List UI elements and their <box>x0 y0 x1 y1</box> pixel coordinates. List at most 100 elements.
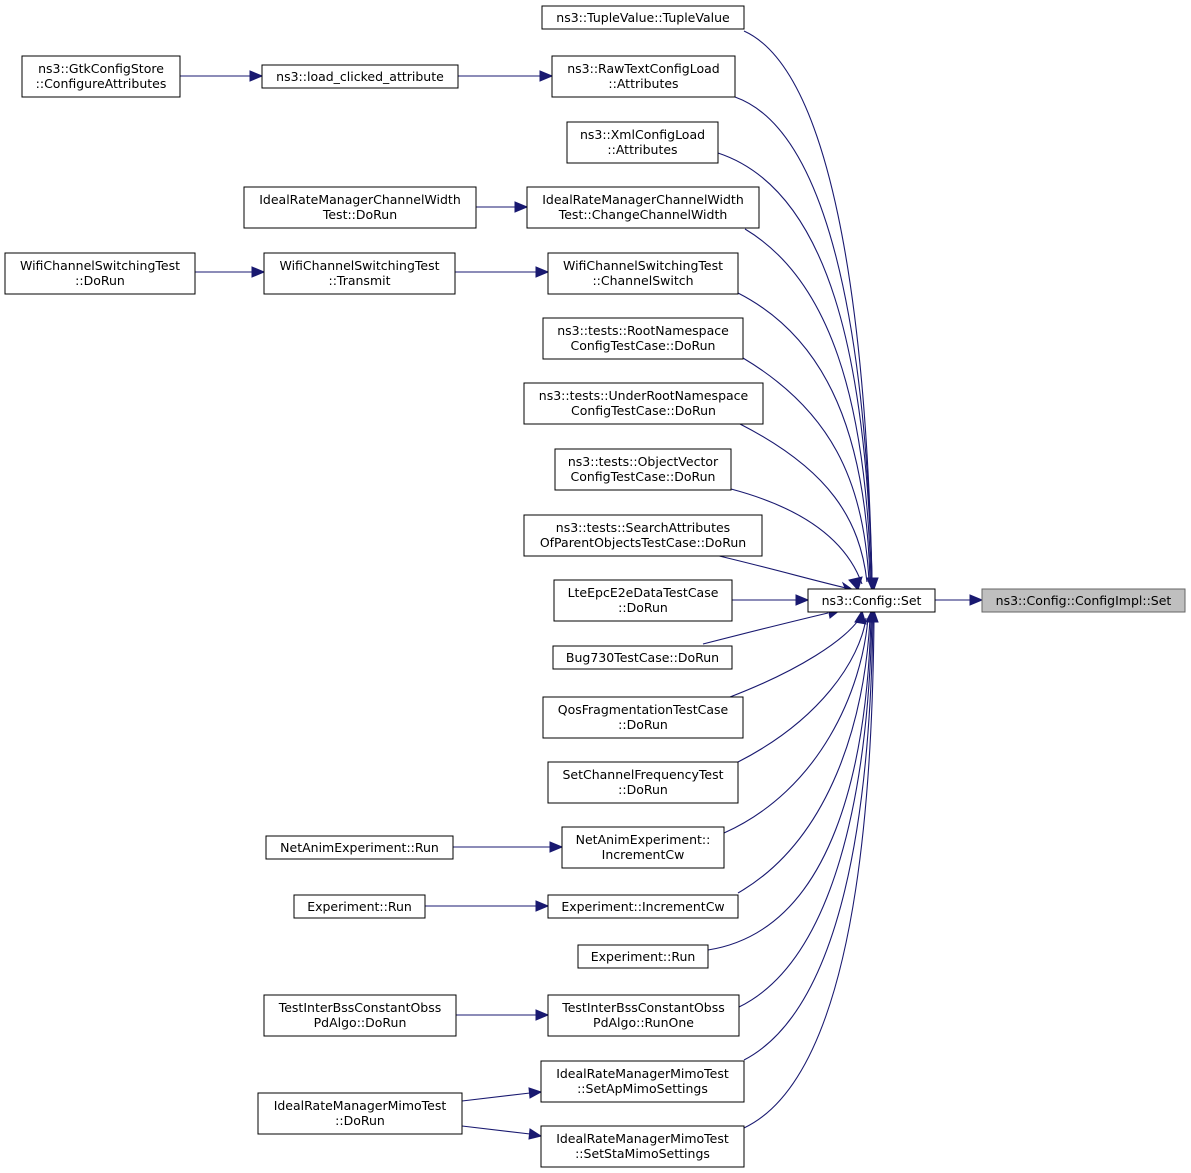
node-mimo-dorun[interactable]: IdealRateManagerMimoTest ::DoRun <box>257 1092 463 1135</box>
node-netanim-increment-cw[interactable]: NetAnimExperiment:: IncrementCw <box>561 826 725 869</box>
arrow-head <box>866 577 879 594</box>
node-label: ns3::tests::ObjectVector <box>568 454 719 469</box>
node-label: IdealRateManagerMimoTest <box>274 1098 447 1113</box>
node-wifi-cs-switch[interactable]: WifiChannelSwitchingTest ::ChannelSwitch <box>547 252 739 295</box>
node-mimo-set-sta[interactable]: IdealRateManagerMimoTest ::SetStaMimoSet… <box>540 1125 745 1168</box>
node-label: SetChannelFrequencyTest <box>562 767 723 782</box>
node-root-ns-test[interactable]: ns3::tests::RootNamespace ConfigTestCase… <box>542 317 744 360</box>
node-label: ns3::Config::ConfigImpl::Set <box>996 593 1172 608</box>
node-lte-epc-test[interactable]: LteEpcE2eDataTestCase ::DoRun <box>553 579 733 622</box>
edge-wifi-cs-switch <box>737 292 871 581</box>
node-config-set[interactable]: ns3::Config::Set <box>807 588 936 613</box>
node-xml-attributes[interactable]: ns3::XmlConfigLoad ::Attributes <box>566 121 719 164</box>
node-search-attributes-test[interactable]: ns3::tests::SearchAttributes OfParentObj… <box>523 514 763 557</box>
node-label: IdealRateManagerChannelWidth <box>542 192 744 207</box>
node-label: ns3::tests::SearchAttributes <box>556 520 730 535</box>
node-raw-text-attributes[interactable]: ns3::RawTextConfigLoad ::Attributes <box>551 55 736 98</box>
edge-qos-frag <box>729 617 861 698</box>
node-label: ::Transmit <box>328 273 390 288</box>
edge-xml <box>717 152 873 581</box>
node-tuple-value[interactable]: ns3::TupleValue::TupleValue <box>541 5 745 30</box>
node-interbss-runone[interactable]: TestInterBssConstantObss PdAlgo::RunOne <box>547 994 740 1037</box>
node-mimo-set-ap[interactable]: IdealRateManagerMimoTest ::SetApMimoSett… <box>540 1060 745 1103</box>
node-label: ns3::XmlConfigLoad <box>580 127 705 142</box>
node-label: NetAnimExperiment::Run <box>280 840 439 855</box>
arrow-head <box>535 900 550 912</box>
node-label: ns3::tests::UnderRootNamespace <box>539 388 749 403</box>
arrow-head <box>528 1128 543 1140</box>
edge-netanim-increment <box>723 617 869 834</box>
node-config-impl-set[interactable]: ns3::Config::ConfigImpl::Set <box>981 588 1186 613</box>
node-bug730-test[interactable]: Bug730TestCase::DoRun <box>552 645 733 670</box>
node-label: ConfigTestCase::DoRun <box>571 338 716 353</box>
arrow-head <box>795 594 810 606</box>
node-experiment-increment-cw[interactable]: Experiment::IncrementCw <box>547 894 739 919</box>
node-label: TestInterBssConstantObss <box>561 1000 725 1015</box>
node-wifi-cs-transmit[interactable]: WifiChannelSwitchingTest ::Transmit <box>263 252 456 295</box>
node-label: ns3::GtkConfigStore <box>38 61 164 76</box>
node-wifi-cs-dorun[interactable]: WifiChannelSwitchingTest ::DoRun <box>4 252 196 295</box>
node-label: ns3::tests::RootNamespace <box>557 323 729 338</box>
node-object-vector-test[interactable]: ns3::tests::ObjectVector ConfigTestCase:… <box>554 448 732 491</box>
node-under-root-ns-test[interactable]: ns3::tests::UnderRootNamespace ConfigTes… <box>523 382 764 425</box>
node-label: Test::DoRun <box>322 207 397 222</box>
node-interbss-dorun[interactable]: TestInterBssConstantObss PdAlgo::DoRun <box>263 994 457 1037</box>
node-qos-frag-test[interactable]: QosFragmentationTestCase ::DoRun <box>542 696 744 739</box>
node-gtk-configure-attributes[interactable]: ns3::GtkConfigStore ::ConfigureAttribute… <box>21 55 181 98</box>
node-netanim-run[interactable]: NetAnimExperiment::Run <box>265 835 454 860</box>
node-load-clicked-attribute[interactable]: ns3::load_clicked_attribute <box>261 64 459 89</box>
edge-set-channel-freq <box>737 617 867 763</box>
node-label: ::DoRun <box>75 273 125 288</box>
node-label: Experiment::Run <box>307 899 412 914</box>
node-ideal-cw-change[interactable]: IdealRateManagerChannelWidth Test::Chang… <box>526 186 760 229</box>
arrow-head <box>848 576 863 591</box>
arrow-head <box>854 609 867 625</box>
node-label: IdealRateManagerMimoTest <box>556 1066 729 1081</box>
node-label: ::Attributes <box>608 76 678 91</box>
node-label: ::SetStaMimoSettings <box>575 1146 710 1161</box>
node-label: ns3::RawTextConfigLoad <box>567 61 719 76</box>
node-label: ::DoRun <box>618 782 668 797</box>
node-label: Bug730TestCase::DoRun <box>566 650 719 665</box>
arrow-head <box>249 70 264 82</box>
node-label: TestInterBssConstantObss <box>278 1000 442 1015</box>
arrow-head <box>549 841 564 853</box>
edge-interbss-runone <box>738 617 873 1008</box>
edge-search-attributes <box>714 554 847 589</box>
edge-mimo-sta <box>743 617 875 1129</box>
node-experiment-run-b[interactable]: Experiment::Run <box>577 944 709 969</box>
node-label: ns3::TupleValue::TupleValue <box>556 10 730 25</box>
edge-bug730 <box>702 612 829 645</box>
edge-ideal-cw-change <box>744 228 872 581</box>
node-label: LteEpcE2eDataTestCase <box>568 585 719 600</box>
arrow-head <box>251 266 266 278</box>
edge-mimo-dorun-to-sta <box>461 1125 531 1135</box>
node-label: WifiChannelSwitchingTest <box>279 258 439 273</box>
node-label: ns3::load_clicked_attribute <box>276 69 444 84</box>
node-label: IdealRateManagerChannelWidth <box>259 192 461 207</box>
node-set-channel-freq-test[interactable]: SetChannelFrequencyTest ::DoRun <box>547 761 739 804</box>
node-label: ConfigTestCase::DoRun <box>571 469 716 484</box>
edge-root-ns <box>742 357 870 583</box>
arrow-head <box>535 266 550 278</box>
node-experiment-run-a[interactable]: Experiment::Run <box>293 894 426 919</box>
edge-experiment-increment <box>737 617 871 894</box>
node-label: Test::ChangeChannelWidth <box>558 207 728 222</box>
node-label: NetAnimExperiment:: <box>576 832 711 847</box>
edge-raw-text <box>734 96 873 581</box>
arrow-head <box>539 70 554 82</box>
nodes: ns3::Config::ConfigImpl::Set ns3::Config… <box>4 5 1186 1168</box>
node-label: ::Attributes <box>607 142 677 157</box>
arrow-head <box>969 594 984 606</box>
arrow-head <box>514 201 529 213</box>
node-label: WifiChannelSwitchingTest <box>20 258 180 273</box>
node-label: ::ChannelSwitch <box>592 273 693 288</box>
arrow-head <box>535 1009 550 1021</box>
node-label: PdAlgo::DoRun <box>314 1015 407 1030</box>
node-label: Experiment::IncrementCw <box>561 899 724 914</box>
node-label: ::ConfigureAttributes <box>36 76 167 91</box>
node-ideal-cw-dorun[interactable]: IdealRateManagerChannelWidth Test::DoRun <box>243 186 477 229</box>
arrow-head <box>865 606 879 623</box>
edge-tuple-value <box>743 30 873 581</box>
